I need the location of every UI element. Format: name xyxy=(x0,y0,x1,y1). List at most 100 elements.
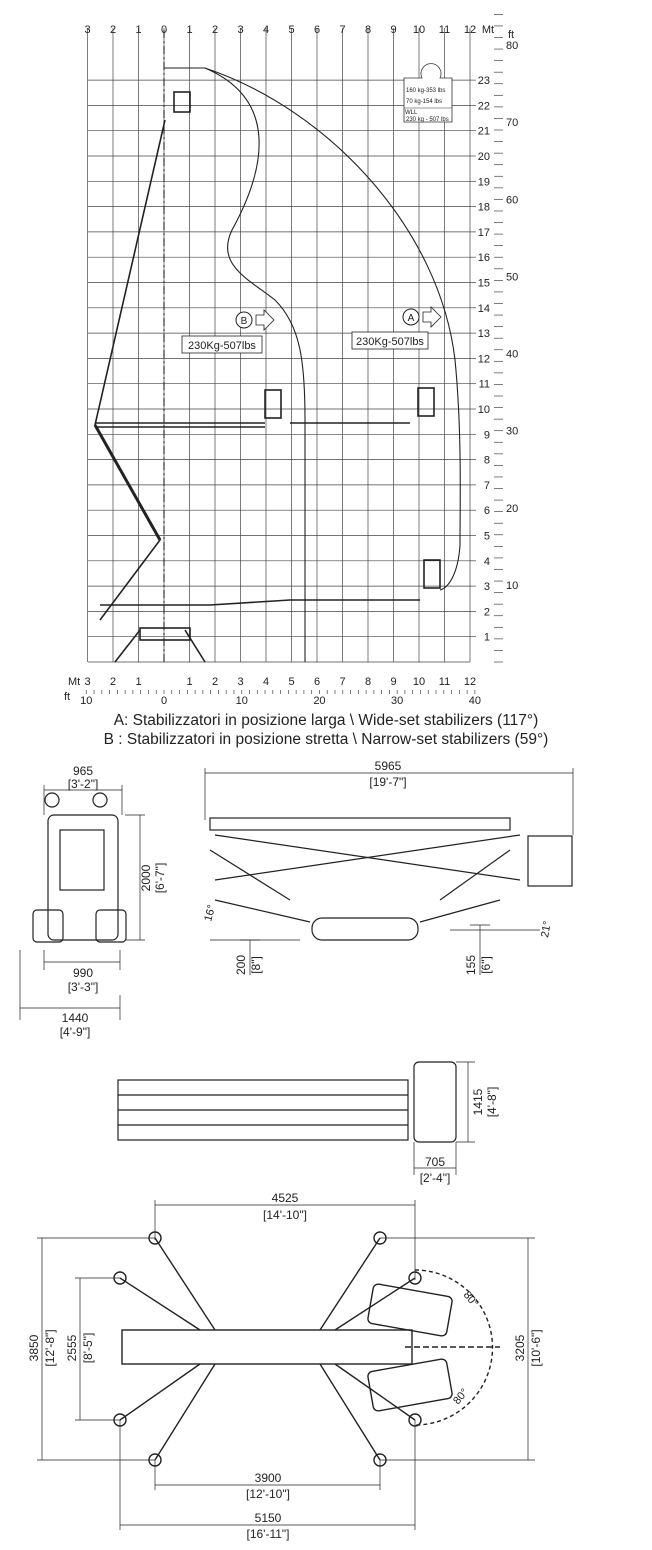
front-height: 2000 xyxy=(139,864,153,891)
height-m-label: 15 xyxy=(478,278,490,290)
height-m-label: 13 xyxy=(478,328,490,340)
top-dimensions xyxy=(413,1061,475,1175)
envelopes xyxy=(163,30,461,662)
persons-load: 160 kg-353 lbs xyxy=(406,88,445,94)
height-ft-label: 50 xyxy=(506,271,518,283)
legend-b: B : Stabilizzatori in posizione stretta … xyxy=(103,731,549,748)
bottom-m-label: 1 xyxy=(135,676,141,688)
height-m-label: 16 xyxy=(478,252,490,264)
top-m-label: 7 xyxy=(339,24,345,36)
angle-rear: 21° xyxy=(539,920,554,938)
top-m-label: 8 xyxy=(365,24,371,36)
plan-inner-depth-ft: [8'-5"] xyxy=(81,1333,95,1364)
height-m-label: 12 xyxy=(478,353,490,365)
front-width-ft: [3'-2"] xyxy=(68,777,99,791)
bottom-ft-label: 0 xyxy=(161,695,167,707)
top-m-label: 3 xyxy=(84,24,90,36)
height-m-label: 2 xyxy=(484,606,490,618)
top-m-label: 1 xyxy=(186,24,192,36)
height-m-label: 22 xyxy=(478,100,490,112)
bottom-ft-label: 10 xyxy=(236,695,248,707)
ft-unit-top: ft xyxy=(508,29,514,41)
bottom-m-unit: Mt xyxy=(68,676,80,688)
top-m-label: 1 xyxy=(135,24,141,36)
height-m-label: 18 xyxy=(478,202,490,214)
height-m-label: 7 xyxy=(484,480,490,492)
angle-front: 16° xyxy=(202,904,218,923)
basket-depth: 1415 xyxy=(471,1088,485,1115)
height-m-label: 8 xyxy=(484,455,490,467)
height-ft-label: 60 xyxy=(506,194,518,206)
ground-clearance-rear-ft: [6"] xyxy=(479,956,493,974)
plan-view xyxy=(113,1231,500,1467)
top-m-label: 2 xyxy=(212,24,218,36)
track-width: 990 xyxy=(73,966,93,980)
load-a-label: 230Kg-507lbs xyxy=(356,336,424,348)
top-view xyxy=(117,1061,457,1143)
front-dimensions xyxy=(19,785,145,1020)
height-ft-label: 20 xyxy=(506,503,518,515)
rotation-angle-top: 80° xyxy=(461,1289,481,1309)
side-view xyxy=(209,817,573,941)
top-m-label: 6 xyxy=(314,24,320,36)
boom-positions xyxy=(93,91,441,663)
plan-bottom-outer-ft: [16'-11"] xyxy=(246,1527,289,1541)
top-m-label: 9 xyxy=(390,24,396,36)
plan-outer-depth: 3850 xyxy=(27,1334,41,1361)
plan-inner-depth: 2555 xyxy=(65,1334,79,1361)
height-ft-label: 40 xyxy=(506,349,518,361)
top-m-label: 5 xyxy=(288,24,294,36)
height-m-label: 10 xyxy=(478,404,490,416)
height-m-label: 5 xyxy=(484,531,490,543)
svg-text:B: B xyxy=(241,316,248,327)
track-width-ft: [3'-3"] xyxy=(68,980,99,994)
plan-dimensions xyxy=(37,1200,535,1530)
top-unit: Mt xyxy=(482,24,494,36)
load-b-label: 230Kg-507lbs xyxy=(188,340,256,352)
side-length: 5965 xyxy=(375,759,402,773)
svg-text:A: A xyxy=(408,313,415,324)
bottom-m-label: 6 xyxy=(314,676,320,688)
front-view xyxy=(32,792,127,943)
bottom-m-label: 9 xyxy=(390,676,396,688)
height-ft-label: 80 xyxy=(506,40,518,52)
tools-load: 70 kg-154 lbs xyxy=(406,99,442,105)
side-length-ft: [19'-7"] xyxy=(369,775,406,789)
bottom-m-label: 12 xyxy=(464,676,476,688)
height-m-label: 6 xyxy=(484,505,490,517)
top-m-label: 10 xyxy=(413,24,425,36)
marker-a: A xyxy=(402,306,442,328)
ground-clearance-front-ft: [8"] xyxy=(249,956,263,974)
plan-bottom-inner-ft: [12'-10"] xyxy=(246,1487,290,1501)
wll-value: 230 kg - 507 lbs xyxy=(406,117,449,123)
top-m-label: 3 xyxy=(237,24,243,36)
plan-top-width: 4525 xyxy=(272,1191,299,1205)
bottom-ft-label: 30 xyxy=(391,695,403,707)
top-m-label: 4 xyxy=(263,24,269,36)
overall-width: 1440 xyxy=(62,1011,89,1025)
bottom-m-label: 1 xyxy=(186,676,192,688)
bottom-m-label: 3 xyxy=(84,676,90,688)
height-m-label: 23 xyxy=(478,75,490,87)
plan-outer-depth-ft: [12'-8"] xyxy=(43,1329,57,1366)
height-ft-label: 30 xyxy=(506,426,518,438)
top-m-label: 12 xyxy=(464,24,476,36)
bottom-m-label: 2 xyxy=(110,676,116,688)
side-dimensions xyxy=(204,768,574,975)
marker-b: B xyxy=(235,309,275,331)
bottom-m-label: 10 xyxy=(413,676,425,688)
plan-bottom-outer: 5150 xyxy=(255,1511,282,1525)
load-box: 160 kg-353 lbs 70 kg-154 lbs WLL 230 kg … xyxy=(403,63,453,123)
overall-width-ft: [4'-9"] xyxy=(60,1025,91,1039)
legend-a: A: Stabilizzatori in posizione larga \ W… xyxy=(113,712,539,729)
height-m-label: 1 xyxy=(484,632,490,644)
ground-clearance-rear: 155 xyxy=(464,955,478,975)
bottom-m-label: 5 xyxy=(288,676,294,688)
height-m-label: 21 xyxy=(478,126,490,138)
bottom-ft-label: 40 xyxy=(469,695,481,707)
front-height-ft: [6'-7"] xyxy=(153,863,167,894)
plan-top-width-ft: [14'-10"] xyxy=(263,1208,307,1222)
bottom-ft-unit: ft xyxy=(64,691,70,703)
